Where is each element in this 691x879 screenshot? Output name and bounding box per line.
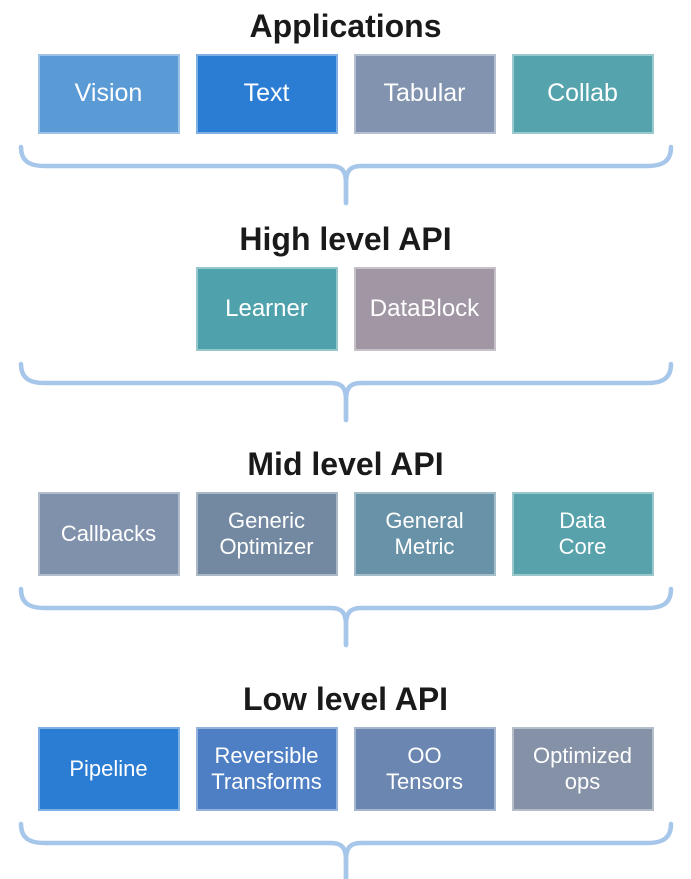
box-tabular: Tabular <box>353 54 496 134</box>
box-optimized-ops: Optimized ops <box>511 727 654 811</box>
box-text: Text <box>195 54 338 134</box>
box-label: Text <box>243 79 290 108</box>
curly-brace-icon <box>18 586 673 648</box>
box-data-core: Data Core <box>511 492 654 576</box>
box-label: OO Tensors <box>385 743 464 794</box>
box-reversible-transforms: Reversible Transforms <box>195 727 338 811</box>
box-label: Callbacks <box>60 521 157 547</box>
box-vision: Vision <box>37 54 180 134</box>
box-generic-optimizer: Generic Optimizer <box>195 492 338 576</box>
section-title: Low level API <box>242 681 449 717</box>
section-applications: Applications Vision Text Tabular Collab <box>0 5 691 206</box>
section-title: Applications <box>249 8 442 44</box>
box-label: Tabular <box>383 79 466 108</box>
box-label: General Metric <box>385 508 464 559</box>
high-level-row: Learner DataBlock <box>0 267 691 351</box>
box-general-metric: General Metric <box>353 492 496 576</box>
box-label: Optimized ops <box>532 743 633 794</box>
box-label: Reversible Transforms <box>211 743 322 794</box>
section-mid-level-api: Mid level API Callbacks Generic Optimize… <box>0 443 691 648</box>
box-label: Pipeline <box>69 756 148 782</box>
curly-brace-icon <box>18 144 673 206</box>
section-high-level-api: High level API Learner DataBlock <box>0 218 691 423</box>
mid-level-row: Callbacks Generic Optimizer General Metr… <box>0 492 691 576</box>
box-learner: Learner <box>195 267 338 351</box>
box-label: Learner <box>225 294 308 322</box>
section-low-level-api: Low level API Pipeline Reversible Transf… <box>0 678 691 879</box>
low-level-row: Pipeline Reversible Transforms OO Tensor… <box>0 727 691 811</box>
box-collab: Collab <box>511 54 654 134</box>
applications-row: Vision Text Tabular Collab <box>0 54 691 134</box>
box-label: Collab <box>547 79 618 108</box>
curly-brace-icon <box>18 821 673 879</box>
section-title: High level API <box>239 221 452 257</box>
box-callbacks: Callbacks <box>37 492 180 576</box>
box-pipeline: Pipeline <box>37 727 180 811</box>
box-label: DataBlock <box>369 294 480 322</box>
box-label: Generic Optimizer <box>219 508 314 559</box>
box-datablock: DataBlock <box>353 267 496 351</box>
box-oo-tensors: OO Tensors <box>353 727 496 811</box>
box-label: Data Core <box>558 508 607 559</box>
curly-brace-icon <box>18 361 673 423</box>
section-title: Mid level API <box>247 446 444 482</box>
box-label: Vision <box>74 79 143 108</box>
